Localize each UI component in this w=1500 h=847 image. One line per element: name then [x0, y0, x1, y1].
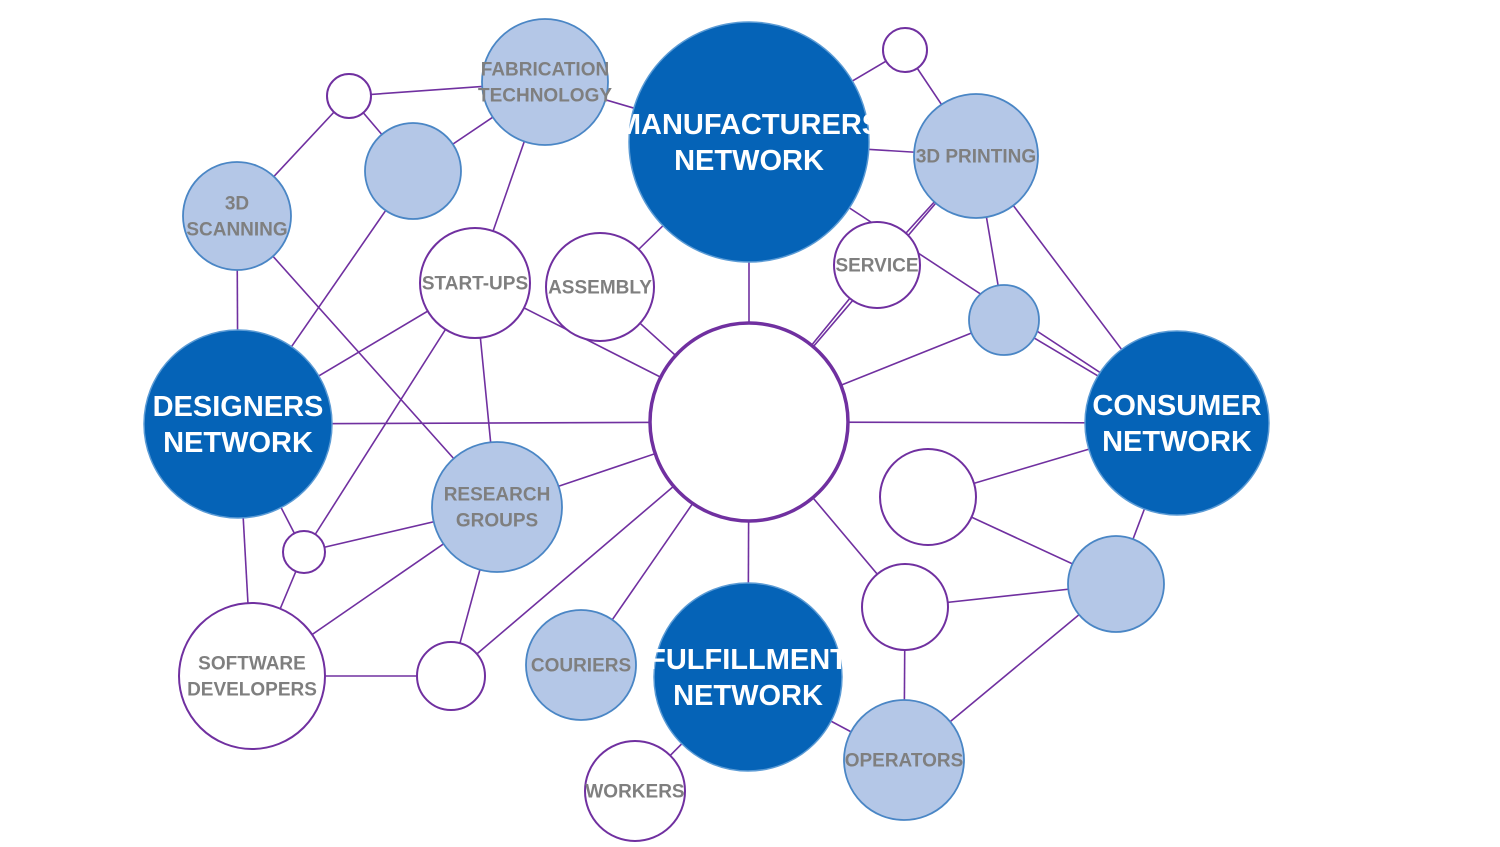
node-small-top-right	[882, 27, 928, 73]
node-circle	[628, 21, 870, 263]
node-label: NETWORK	[163, 427, 313, 459]
node-designers: DESIGNERS NETWORK	[143, 329, 333, 519]
node-label: WORKERS	[585, 782, 684, 803]
node-blue-low-right	[1067, 535, 1165, 633]
node-printing: 3D PRINTING	[913, 93, 1039, 219]
node-label: OPERATORS	[845, 751, 964, 772]
node-couriers: COURIERS	[525, 609, 637, 721]
node-circle	[648, 321, 850, 523]
node-label: SERVICE	[835, 256, 918, 277]
node-circle	[833, 221, 921, 309]
node-label: DESIGNERS	[153, 391, 324, 423]
node-label: NETWORK	[673, 680, 823, 712]
node-circle	[431, 441, 563, 573]
node-consumer: CONSUMER NETWORK	[1084, 330, 1270, 516]
node-startups: START-UPS	[419, 227, 531, 339]
node-circle	[653, 582, 843, 772]
node-circle	[419, 227, 531, 339]
node-label: NETWORK	[674, 145, 824, 177]
node-hub	[648, 321, 850, 523]
node-circle	[481, 18, 609, 146]
node-software: SOFTWARE DEVELOPERS	[178, 602, 326, 750]
node-label: START-UPS	[422, 274, 528, 295]
node-circle	[879, 448, 977, 546]
node-circle	[364, 122, 462, 220]
node-label: 3D	[225, 194, 249, 215]
node-small-top-left	[326, 73, 372, 119]
node-label: SCANNING	[186, 220, 287, 241]
node-label: FABRICATION	[481, 60, 609, 81]
node-circle	[545, 232, 655, 342]
node-label: ASSEMBLY	[548, 278, 652, 299]
node-circle	[282, 530, 326, 574]
node-circle-bottom	[416, 641, 486, 711]
node-label: TECHNOLOGY	[478, 86, 612, 107]
node-circle	[525, 609, 637, 721]
node-circle	[584, 740, 686, 842]
node-circle	[1084, 330, 1270, 516]
node-circle	[861, 563, 949, 651]
node-label: DEVELOPERS	[187, 680, 317, 701]
node-label: NETWORK	[1102, 426, 1252, 458]
node-label: MANUFACTURERS	[617, 109, 881, 141]
node-label: CONSUMER	[1092, 390, 1261, 422]
node-label: COURIERS	[531, 656, 631, 677]
node-assembly: ASSEMBLY	[545, 232, 655, 342]
node-circle	[968, 284, 1040, 356]
node-blue-top-left	[364, 122, 462, 220]
node-circle-right	[879, 448, 977, 546]
node-scanning: 3D SCANNING	[182, 161, 292, 271]
node-circle	[843, 699, 965, 821]
node-fabrication: FABRICATION TECHNOLOGY	[478, 18, 612, 146]
node-label: 3D PRINTING	[916, 147, 1036, 168]
node-circle	[182, 161, 292, 271]
node-service: SERVICE	[833, 221, 921, 309]
node-circle	[143, 329, 333, 519]
node-operators: OPERATORS	[843, 699, 965, 821]
node-label: SOFTWARE	[198, 654, 306, 675]
node-workers: WORKERS	[584, 740, 686, 842]
node-fulfillment: FULFILLMENT NETWORK	[648, 582, 848, 772]
node-small-left	[282, 530, 326, 574]
node-circle	[913, 93, 1039, 219]
node-circle	[178, 602, 326, 750]
node-label: GROUPS	[456, 511, 538, 532]
node-label: FULFILLMENT	[648, 644, 848, 676]
node-manufacturers: MANUFACTURERS NETWORK	[617, 21, 881, 263]
network-nodes: MANUFACTURERSNETWORKDESIGNERSNETWORKCONS…	[143, 18, 1270, 842]
node-blue-right	[968, 284, 1040, 356]
node-research: RESEARCH GROUPS	[431, 441, 563, 573]
node-circle	[326, 73, 372, 119]
node-label: RESEARCH	[444, 485, 551, 506]
node-circle	[1067, 535, 1165, 633]
node-circle-low-mid	[861, 563, 949, 651]
node-circle	[416, 641, 486, 711]
node-circle	[882, 27, 928, 73]
